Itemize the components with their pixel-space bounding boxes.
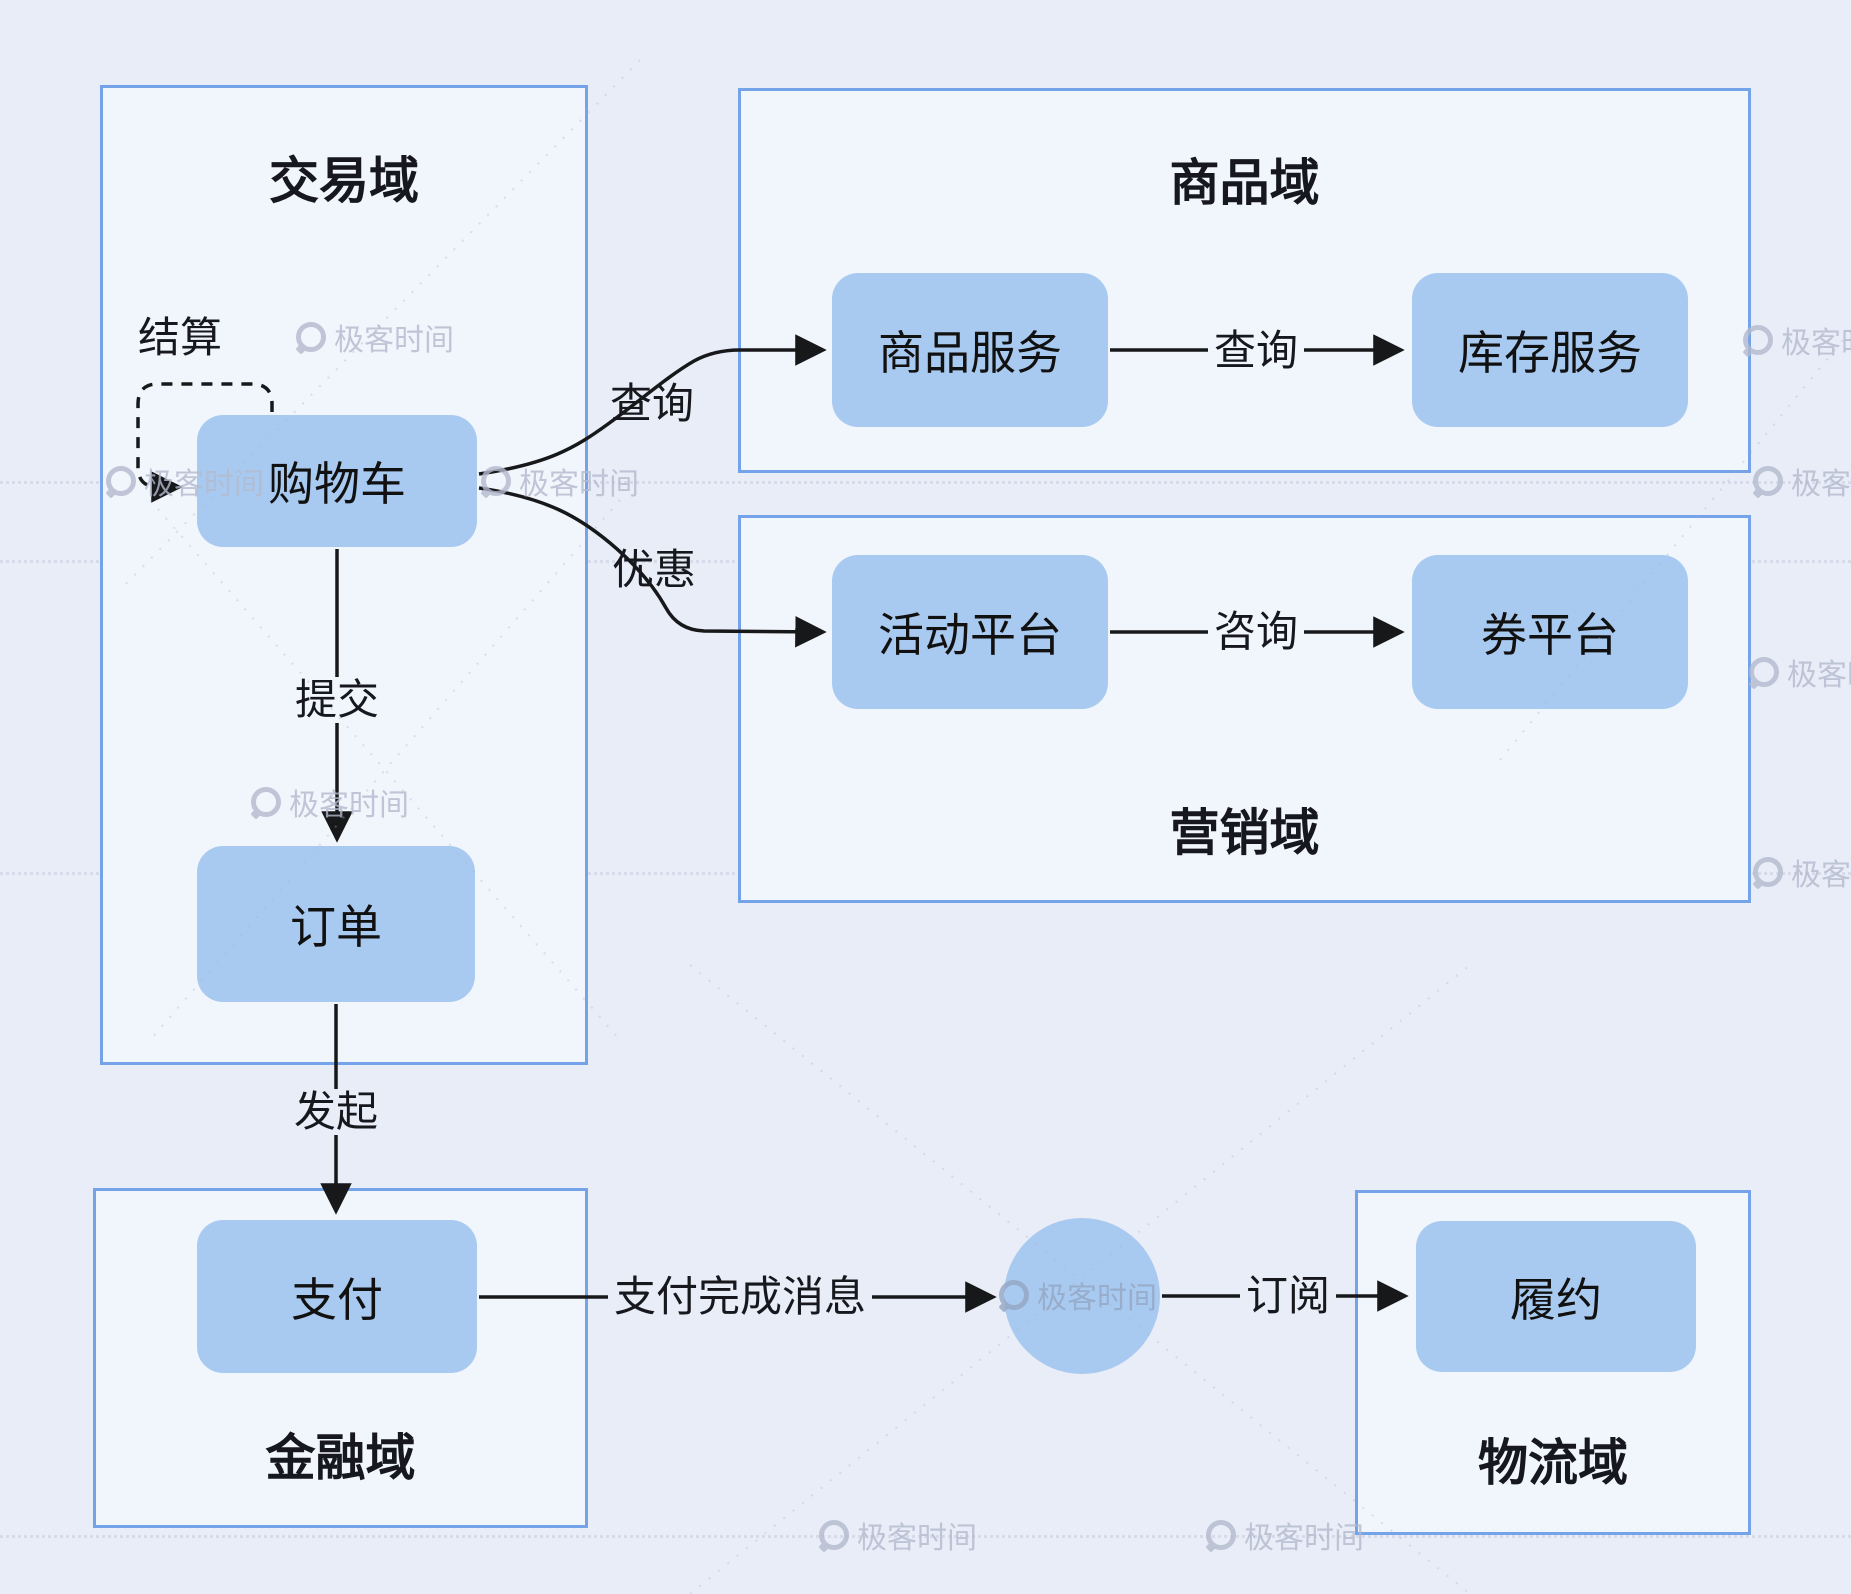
watermark-logo-icon: [481, 466, 511, 496]
edge-path-discount: [478, 486, 827, 648]
domain-title-trade: 交易域: [269, 153, 419, 209]
watermark: 极客时间: [1206, 1513, 1364, 1557]
watermark: 极客时间: [106, 459, 264, 503]
watermark: 极客时间: [1753, 850, 1851, 894]
watermark-logo-icon: [1743, 325, 1773, 355]
watermark: 极客时间: [481, 459, 639, 503]
watermark: 极客时间: [819, 1513, 977, 1557]
node-payment: 支付: [197, 1220, 477, 1373]
edge-label-query-inventory: 查询: [1207, 328, 1305, 374]
node-coupon-platform: 券平台: [1412, 555, 1688, 709]
watermark-logo-icon: [1749, 657, 1779, 687]
node-order: 订单: [197, 846, 475, 1002]
edge-label-consult: 咨询: [1207, 609, 1305, 655]
watermark: 极客时间: [296, 315, 454, 359]
watermark-logo-icon: [1206, 1520, 1236, 1550]
edge-label-query-product: 查询: [609, 380, 695, 427]
edge-label-initiate: 发起: [287, 1089, 385, 1135]
node-fulfillment: 履约: [1416, 1221, 1696, 1372]
watermark: 极客时间: [1753, 459, 1851, 503]
watermark-logo-icon: [1753, 466, 1783, 496]
domain-title-marketing: 营销域: [1169, 805, 1320, 861]
domain-title-product: 商品域: [1169, 155, 1320, 211]
watermark-logo-icon: [999, 1280, 1029, 1310]
edge-label-settle: 结算: [137, 314, 223, 361]
edge-label-payment-complete: 支付完成消息: [607, 1274, 873, 1320]
watermark-logo-icon: [106, 466, 136, 496]
watermark: 极客时间: [251, 780, 409, 824]
watermark-dotted-row: [0, 1535, 1851, 1538]
node-inventory-service: 库存服务: [1412, 273, 1688, 427]
edge-label-submit: 提交: [288, 677, 386, 723]
edge-label-subscribe: 订阅: [1239, 1273, 1337, 1319]
watermark: 极客时间: [1743, 318, 1851, 362]
node-activity-platform: 活动平台: [832, 555, 1108, 709]
watermark-logo-icon: [1753, 857, 1783, 887]
watermark: 极客时间: [1749, 650, 1851, 694]
node-product-service: 商品服务: [832, 273, 1108, 427]
domain-title-logistics: 物流域: [1478, 1435, 1628, 1491]
watermark-dotted-row: [0, 481, 1851, 484]
watermark-logo-icon: [251, 787, 281, 817]
message-circle: [1004, 1218, 1160, 1374]
watermark-logo-icon: [296, 322, 326, 352]
edge-path-query-product: [478, 334, 827, 476]
node-cart: 购物车: [197, 415, 477, 547]
edge-label-discount: 优惠: [611, 546, 697, 593]
watermark: 极客时间: [999, 1273, 1157, 1317]
edge-path-settle: [136, 382, 274, 503]
watermark-logo-icon: [819, 1520, 849, 1550]
domain-title-finance: 金融域: [265, 1430, 416, 1486]
